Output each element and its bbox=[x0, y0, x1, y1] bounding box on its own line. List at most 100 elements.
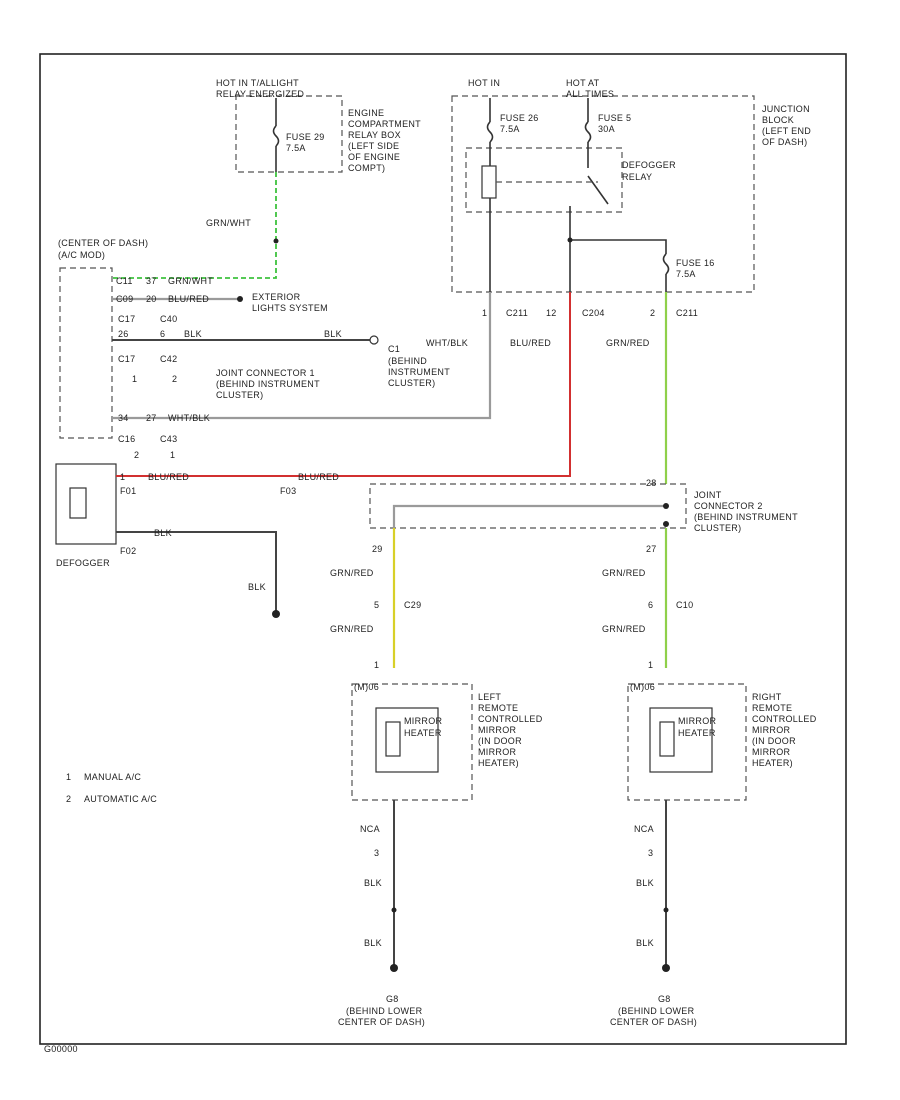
grn-red-r1-label: GRN/RED bbox=[602, 568, 646, 578]
fuse-16-rating: 7.5A bbox=[676, 269, 696, 279]
behind-instrument-line-1: (BEHIND bbox=[388, 356, 427, 366]
right-mirror-line-1: RIGHT bbox=[752, 692, 782, 702]
pin-27-label: 27 bbox=[146, 413, 157, 423]
left-mirror-line-5: (IN DOOR bbox=[478, 736, 522, 746]
c40-label: C40 bbox=[160, 314, 177, 324]
behind-lower-l-line-2: CENTER OF DASH) bbox=[338, 1017, 425, 1027]
engine-box-line-2: COMPARTMENT bbox=[348, 119, 421, 129]
right-mirror-outline bbox=[627, 683, 747, 801]
c17-c42-label: C17 bbox=[118, 354, 135, 364]
behind-instrument-line-3: CLUSTER) bbox=[388, 378, 435, 388]
pin-1a-label: 1 bbox=[170, 450, 175, 460]
c09-20-label: 20 bbox=[146, 294, 157, 304]
c29-label: C29 bbox=[404, 600, 421, 610]
right-mirror-line-7: HEATER) bbox=[752, 758, 793, 768]
c211-a-label: C211 bbox=[506, 308, 528, 318]
blk-2-label: BLK bbox=[324, 329, 342, 339]
pin-28-label: 28 bbox=[646, 478, 657, 488]
c11-wire-label: GRN/WHT bbox=[168, 276, 213, 286]
blu-red-2-label: BLU/RED bbox=[148, 472, 189, 482]
ac-module-label: (A/C MOD) bbox=[58, 250, 105, 260]
left-mirror-heater-line-2: HEATER bbox=[404, 728, 442, 738]
left-ground-dot bbox=[390, 964, 398, 972]
defogger-relay-line-1: DEFOGGER bbox=[622, 160, 676, 170]
legend-1-text: MANUAL A/C bbox=[84, 772, 141, 782]
c16-label: C16 bbox=[118, 434, 135, 444]
f03-label: F03 bbox=[280, 486, 296, 496]
joint-connector-2-line-2: CONNECTOR 2 bbox=[694, 501, 763, 511]
engine-box-line-4: (LEFT SIDE bbox=[348, 141, 399, 151]
grn-red-r2-label: GRN/RED bbox=[602, 624, 646, 634]
relay-switch-blade bbox=[587, 175, 609, 205]
right-mirror-line-3: CONTROLLED bbox=[752, 714, 817, 724]
behind-lower-r-line-1: (BEHIND LOWER bbox=[618, 1006, 695, 1016]
right-heater-element bbox=[659, 721, 675, 757]
left-mirror-outline bbox=[351, 683, 473, 801]
pin-1l-label: 1 bbox=[374, 660, 379, 670]
pin-f1-label: 1 bbox=[120, 472, 125, 482]
blu-red-3-label: BLU/RED bbox=[298, 472, 339, 482]
junction-block-outline bbox=[451, 95, 755, 293]
left-mirror-line-7: HEATER) bbox=[478, 758, 519, 768]
c1-pin-label: C1 bbox=[388, 344, 400, 354]
g8-r-label: G8 bbox=[658, 994, 671, 1004]
blk-1-label: BLK bbox=[184, 329, 202, 339]
joint-2-bus bbox=[392, 504, 666, 528]
joint-connector-1-line-1: JOINT CONNECTOR 1 bbox=[216, 368, 315, 378]
fuse-26-label: FUSE 26 bbox=[500, 113, 539, 123]
blk-defogger-ground bbox=[116, 531, 277, 612]
joint-connector-1-line-3: CLUSTER) bbox=[216, 390, 263, 400]
center-of-dash-label: (CENTER OF DASH) bbox=[58, 238, 148, 248]
blk-l1-label: BLK bbox=[364, 878, 382, 888]
grn-red-l1-label: GRN/RED bbox=[330, 568, 374, 578]
figure-code: G00000 bbox=[44, 1044, 78, 1054]
pin-27b-label: 27 bbox=[646, 544, 657, 554]
fuse-26-rating: 7.5A bbox=[500, 124, 520, 134]
c09-wire-label: BLU/RED bbox=[168, 294, 209, 304]
right-mirror-line-4: MIRROR bbox=[752, 725, 790, 735]
all-times-label: ALL TIMES bbox=[566, 89, 614, 99]
blk-l2-label: BLK bbox=[364, 938, 382, 948]
fuse-29-symbol bbox=[272, 125, 280, 147]
pin-34-label: 34 bbox=[118, 413, 129, 423]
left-splice-dot bbox=[391, 907, 397, 913]
fuse-5-symbol bbox=[584, 121, 592, 143]
blu-red-label: BLU/RED bbox=[510, 338, 551, 348]
pin-1r-label: 1 bbox=[648, 660, 653, 670]
c211-a-pin: 1 bbox=[482, 308, 487, 318]
relay-coil bbox=[481, 165, 497, 199]
g8-l-label: G8 bbox=[386, 994, 399, 1004]
junction-block-line-2: BLOCK bbox=[762, 115, 794, 125]
nca-r-label: NCA bbox=[634, 824, 654, 834]
f01-label: F01 bbox=[120, 486, 136, 496]
left-mirror-line-4: MIRROR bbox=[478, 725, 516, 735]
c09-pin-label: C09 bbox=[116, 294, 133, 304]
right-splice-dot bbox=[663, 907, 669, 913]
joint-connector-2-line-4: CLUSTER) bbox=[694, 523, 741, 533]
blu-red-main-wire bbox=[116, 292, 571, 477]
behind-lower-l-line-1: (BEHIND LOWER bbox=[346, 1006, 423, 1016]
pin-6-label: 6 bbox=[160, 329, 165, 339]
behind-instrument-line-2: INSTRUMENT bbox=[388, 367, 450, 377]
c1-terminal bbox=[369, 335, 379, 345]
mirror-l-code: (M)06 bbox=[354, 682, 379, 692]
grn-red-l2-label: GRN/RED bbox=[330, 624, 374, 634]
c10-label: C10 bbox=[676, 600, 693, 610]
grn-wht-wire-top bbox=[112, 172, 277, 279]
joint-connector-2-line-3: (BEHIND INSTRUMENT bbox=[694, 512, 798, 522]
right-mirror-line-2: REMOTE bbox=[752, 703, 792, 713]
joint-connector-2-line-1: JOINT bbox=[694, 490, 722, 500]
nca-l-label: NCA bbox=[360, 824, 380, 834]
right-mirror-heater-line-2: HEATER bbox=[678, 728, 716, 738]
left-mirror-line-3: CONTROLLED bbox=[478, 714, 543, 724]
behind-lower-r-line-2: CENTER OF DASH) bbox=[610, 1017, 697, 1027]
ac-module-outline bbox=[59, 267, 113, 439]
joint-2-dot-b bbox=[663, 521, 669, 527]
fuse-16-symbol bbox=[662, 253, 670, 275]
wht-blk-label: WHT/BLK bbox=[426, 338, 468, 348]
fuse-26-symbol bbox=[486, 121, 494, 143]
defogger-ground-dot bbox=[272, 610, 280, 618]
hot-in-tail-label: HOT IN T/ALLIGHT bbox=[216, 78, 299, 88]
junction-block-line-4: OF DASH) bbox=[762, 137, 807, 147]
c211-b-label: C211 bbox=[676, 308, 698, 318]
